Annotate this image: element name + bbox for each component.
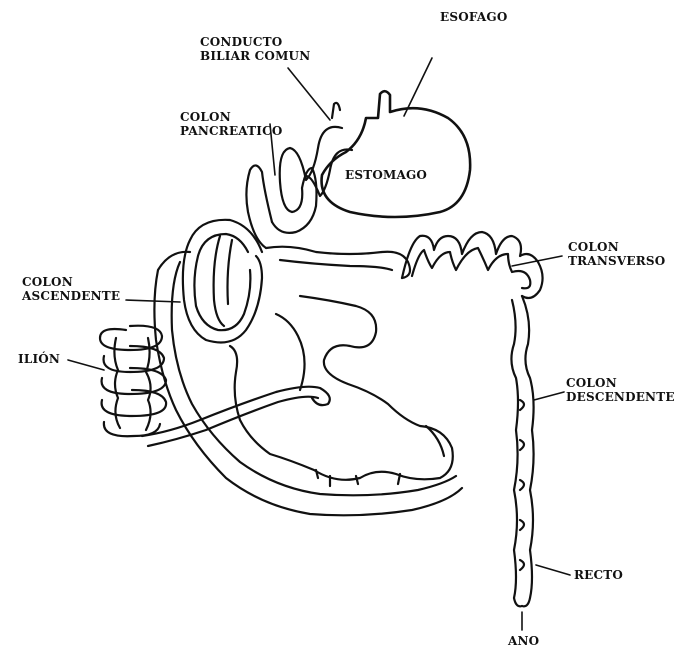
ileum-shape — [100, 314, 330, 446]
pancreatic-colon-shape — [246, 127, 352, 248]
leader-recto — [536, 565, 570, 575]
label-colon-descendente-line2: DESCENDENTE — [566, 390, 675, 404]
leader-ilion — [68, 360, 104, 370]
label-conducto-line2: BILIAR COMUN — [200, 49, 310, 63]
label-colon-pancreatico: COLON PANCREATICO — [180, 110, 283, 138]
label-colon-descendente-line1: COLON — [566, 376, 675, 390]
label-colon-pancreatico-line1: COLON — [180, 110, 283, 124]
label-conducto-biliar-comun: CONDUCTO BILIAR COMUN — [200, 35, 310, 63]
label-ano: ANO — [508, 634, 539, 648]
stomach-shape — [322, 91, 471, 217]
leader-colon-descendente — [534, 392, 564, 400]
label-colon-transverso-line1: COLON — [568, 240, 665, 254]
label-colon-ascendente-line1: COLON — [22, 275, 120, 289]
label-conducto-line1: CONDUCTO — [200, 35, 310, 49]
transverse-colon-shape — [402, 232, 543, 298]
label-colon-transverso-line2: TRANSVERSO — [568, 254, 665, 268]
label-colon-descendente: COLON DESCENDENTE — [566, 376, 675, 404]
label-colon-transverso: COLON TRANSVERSO — [568, 240, 665, 268]
leader-conducto — [288, 68, 330, 120]
label-colon-ascendente-line2: ASCENDENTE — [22, 289, 120, 303]
descending-colon-shape — [511, 296, 533, 606]
label-ilion: ILIÓN — [18, 352, 60, 366]
label-recto: RECTO — [574, 568, 623, 582]
label-colon-ascendente: COLON ASCENDENTE — [22, 275, 120, 303]
small-intestine-shape — [230, 247, 453, 486]
label-esofago: ESOFAGO — [440, 10, 508, 24]
label-estomago: ESTOMAGO — [345, 168, 427, 182]
label-colon-pancreatico-line2: PANCREATICO — [180, 124, 283, 138]
